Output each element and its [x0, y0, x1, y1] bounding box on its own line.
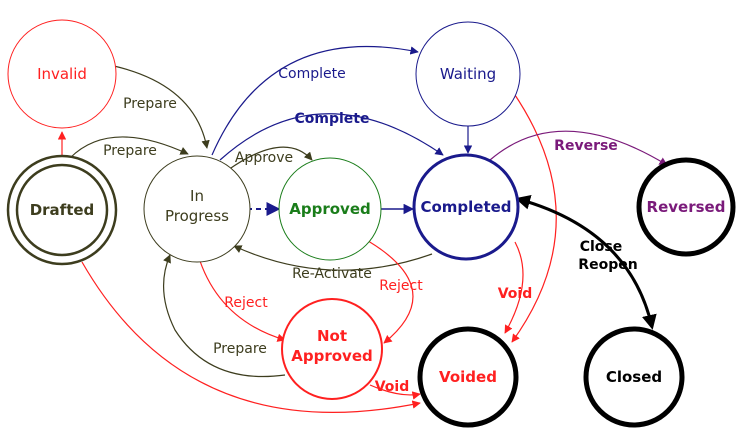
state-not-approved: Not Approved: [281, 298, 383, 400]
label-prepare-drafted: Prepare: [103, 143, 157, 159]
state-approved-label: Approved: [289, 200, 370, 218]
label-prepare-notapproved: Prepare: [213, 341, 267, 357]
state-completed: Completed: [412, 153, 520, 261]
state-invalid-label: Invalid: [37, 65, 87, 83]
edge-inprogress-approved: [227, 146, 313, 171]
label-complete-inprogress: Complete: [295, 111, 370, 127]
label-complete-waiting: Complete: [278, 66, 345, 82]
state-voided-label: Voided: [439, 368, 497, 386]
edge-inprogress-completed: [219, 113, 444, 161]
edge-notapproved-inprogress: [162, 254, 286, 378]
label-approve: Approve: [235, 150, 293, 166]
state-approved: Approved: [278, 157, 382, 261]
edge-completed-reversed: [489, 130, 668, 166]
label-reverse: Reverse: [554, 138, 618, 154]
state-closed: Closed: [583, 326, 685, 428]
label-close: Close: [580, 239, 623, 255]
state-drafted: Drafted: [6, 154, 118, 266]
state-in-progress: In Progress: [143, 155, 251, 263]
edge-inprogress-waiting: [211, 45, 419, 156]
label-prepare-invalid: Prepare: [123, 96, 177, 112]
edge-notapproved-voided: [369, 384, 421, 400]
state-not-approved-label-1: Not: [317, 327, 347, 345]
label-void-completed: Void: [498, 286, 533, 302]
state-waiting: Waiting: [415, 21, 521, 127]
transitions: [57, 45, 668, 413]
edge-drafted-voided: [81, 261, 421, 413]
edge-completed-closed: [515, 194, 657, 330]
label-reactivate: Re-Activate: [292, 266, 372, 282]
state-not-approved-label-2: Approved: [291, 347, 372, 365]
state-completed-label: Completed: [420, 198, 511, 216]
state-voided: Voided: [417, 326, 519, 428]
state-drafted-label: Drafted: [30, 201, 95, 219]
state-in-progress-label-2: Progress: [165, 207, 229, 225]
state-invalid: Invalid: [7, 19, 117, 129]
edge-approved-notapproved: [351, 231, 414, 344]
edge-drafted-inprogress: [69, 136, 189, 159]
state-waiting-label: Waiting: [440, 65, 496, 83]
edge-invalid-inprogress: [113, 65, 210, 149]
label-void-notapproved: Void: [375, 379, 410, 395]
edge-completed-inprogress: [233, 245, 433, 271]
transition-labels: Prepare Prepare Complete Complete Approv…: [103, 66, 638, 395]
label-reject-approved: Reject: [379, 278, 423, 294]
label-reject-inprogress: Reject: [224, 295, 268, 311]
state-closed-label: Closed: [606, 368, 662, 386]
state-in-progress-label-1: In: [190, 187, 204, 205]
state-reversed: Reversed: [636, 157, 736, 257]
edge-waiting-voided: [511, 91, 557, 343]
edge-inprogress-notapproved: [197, 254, 286, 342]
state-reversed-label: Reversed: [647, 198, 726, 216]
label-reopen: Reopen: [578, 257, 637, 273]
